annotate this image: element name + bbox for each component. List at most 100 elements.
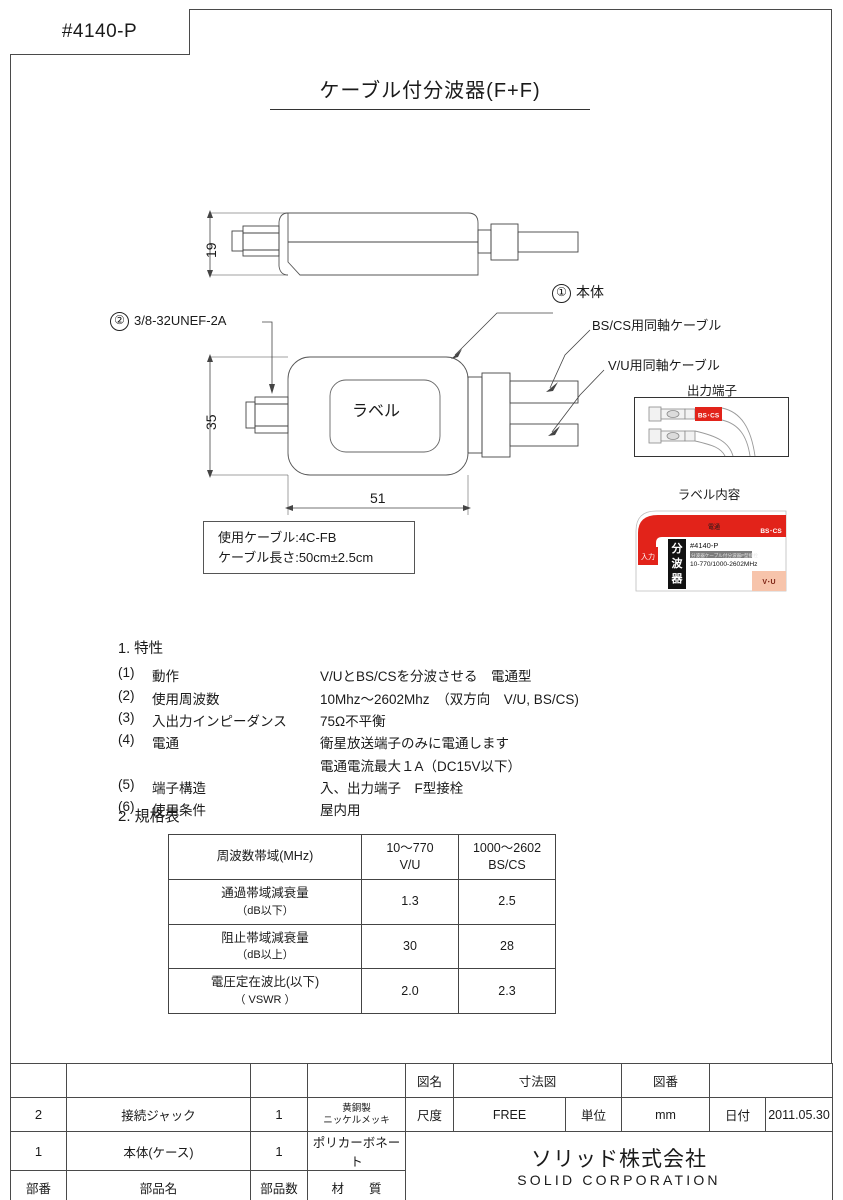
spec-label: 動作 <box>152 669 179 685</box>
table-row: 電圧定在波比(以下) （ VSWR ） 2.0 2.3 <box>168 968 556 1014</box>
drawing-no-value <box>709 1063 834 1098</box>
svg-text:BS･CS: BS･CS <box>760 528 782 535</box>
titleblock-row-part-2: 2 接続ジャック 1 黄銅製 ニッケルメッキ 尺度 FREE 単位 mm 日付 … <box>10 1097 834 1132</box>
row-vu-value: 2.0 <box>361 968 459 1014</box>
spec-value: 入、出力端子 F型接栓 <box>320 781 464 797</box>
header-bscs: 1000～2602 BS/CS <box>458 834 556 880</box>
svg-text:10-770/1000-2602MHz: 10-770/1000-2602MHz <box>690 561 757 568</box>
scale-label: 尺度 <box>405 1097 454 1132</box>
table-header-row: 周波数帯域(MHz) 10～770 V/U 1000～2602 BS/CS <box>168 834 556 880</box>
part-number-tab: #4140-P <box>10 9 190 55</box>
callout-number-1: ① <box>552 284 571 303</box>
company-name-en: SOLID CORPORATION <box>517 1172 721 1189</box>
row-bscs-value: 28 <box>458 923 556 970</box>
part-qty: 1 <box>250 1131 308 1171</box>
svg-text:分: 分 <box>671 541 684 555</box>
page-title: ケーブル付分波器(F+F) <box>270 74 590 110</box>
label-content-photo: 電通 BS･CS 入力 分 波 器 #4140-P 分波器ケーブル付分波器F型接… <box>628 503 790 595</box>
spec-value: 75Ω不平衡 <box>320 713 386 729</box>
header-vu: 10～770 V/U <box>361 834 459 880</box>
date-label: 日付 <box>709 1097 767 1132</box>
dimension-35: 35 <box>203 414 219 430</box>
label-callout-text: ラベル <box>352 403 401 420</box>
tb-blank <box>250 1063 308 1098</box>
spec-value: V/UとBS/CSを分波させる 電通型 <box>320 669 532 685</box>
svg-text:波: 波 <box>672 556 684 570</box>
title-block: 図名 寸法図 図番 2 接続ジャック 1 黄銅製 ニッケルメッキ 尺度 FREE… <box>10 1063 834 1200</box>
label-content-caption: ラベル内容 <box>677 488 741 502</box>
part-material: 黄銅製 ニッケルメッキ <box>307 1097 406 1132</box>
drawing-name-label: 図名 <box>405 1063 454 1098</box>
callout-vu-cable: V/U用同軸ケーブル <box>608 358 720 373</box>
output-terminal-photo: BS･CS <box>634 397 789 457</box>
tb-blank <box>10 1063 67 1098</box>
spec-item: (1) 動作 V/UとBS/CSを分波させる 電通型 <box>118 664 579 686</box>
spec-label: 使用周波数 <box>152 691 220 707</box>
titleblock-row-part-1: 1 本体(ケース) 1 ポリカーボネート ソリッド株式会社 SOLID CORP… <box>10 1131 834 1200</box>
svg-text:#4140-P: #4140-P <box>690 541 718 550</box>
spec-item: (6) 使用条件 屋内用 <box>118 798 579 820</box>
part-name: 接続ジャック <box>66 1097 251 1132</box>
spec-item: (5) 端子構造 入、出力端子 F型接栓 <box>118 776 579 798</box>
dimension-19: 19 <box>203 242 219 258</box>
tb-blank <box>307 1063 406 1098</box>
cable-note-box: 使用ケーブル:4C-FB ケーブル長さ:50cm±2.5cm <box>203 521 415 574</box>
column-header-no: 部番 <box>10 1170 67 1200</box>
spec-no: (2) <box>118 687 135 703</box>
company-name-jp: ソリッド株式会社 <box>531 1147 707 1171</box>
specification-table: 周波数帯域(MHz) 10～770 V/U 1000～2602 BS/CS 通過… <box>168 834 556 1014</box>
column-header-qty: 部品数 <box>250 1170 308 1200</box>
spec-item: (2) 使用周波数 10Mhz～2602Mhz （双方向 V/U, BS/CS) <box>118 686 579 708</box>
spec-item: (4) 電通 衛星放送端子のみに電通します <box>118 731 579 753</box>
tb-blank <box>66 1063 251 1098</box>
characteristics-heading: 1. 特性 <box>118 641 164 657</box>
callout-number-2: ② <box>110 312 129 331</box>
header-freq-band: 周波数帯域(MHz) <box>168 834 362 880</box>
column-header-material: 材 質 <box>307 1170 406 1200</box>
row-bscs-value: 2.3 <box>458 968 556 1014</box>
part-qty: 1 <box>250 1097 308 1132</box>
cable-note-line-2: ケーブル長さ:50cm±2.5cm <box>218 550 374 566</box>
callout-bscs-cable: BS/CS用同軸ケーブル <box>592 318 722 333</box>
part-material: ポリカーボネート <box>307 1131 406 1171</box>
column-header-name: 部品名 <box>66 1170 251 1200</box>
titleblock-row-columns: 部番 部品名 部品数 材 質 <box>10 1170 833 1200</box>
date-value: 2011.05.30 <box>765 1097 834 1132</box>
titleblock-row-drawing-name: 図名 寸法図 図番 <box>10 1063 834 1098</box>
characteristics-list: (1) 動作 V/UとBS/CSを分波させる 電通型 (2) 使用周波数 10M… <box>118 664 579 821</box>
row-name: 電圧定在波比(以下) （ VSWR ） <box>168 968 362 1014</box>
output-terminal-caption: 出力端子 <box>686 384 737 398</box>
row-vu-value: 1.3 <box>361 878 459 925</box>
spec-value: 衛星放送端子のみに電通します <box>320 736 509 752</box>
part-no: 2 <box>10 1097 67 1132</box>
spec-value-line2: 電通電流最大１A（DC15V以下） <box>320 758 522 774</box>
svg-text:入力: 入力 <box>641 552 655 561</box>
drawing-name-value: 寸法図 <box>452 1063 623 1098</box>
spec-value: 屋内用 <box>320 803 361 819</box>
cable-note-line-1: 使用ケーブル:4C-FB <box>218 530 337 545</box>
part-name: 本体(ケース) <box>66 1131 251 1171</box>
company-block: ソリッド株式会社 SOLID CORPORATION <box>404 1131 834 1200</box>
scale-value: FREE <box>453 1097 566 1132</box>
spec-label: 使用条件 <box>152 803 206 819</box>
row-name: 阻止帯域減衰量 （dB以上） <box>168 923 362 970</box>
spec-item-continuation: 電通電流最大１A（DC15V以下） <box>118 754 579 776</box>
spec-no: (5) <box>118 777 135 793</box>
part-number-text: #4140-P <box>61 20 138 42</box>
part-no: 1 <box>10 1131 67 1171</box>
dimension-51: 51 <box>370 490 386 506</box>
spec-label: 端子構造 <box>152 781 206 797</box>
svg-text:器: 器 <box>671 572 684 585</box>
spec-label: 電通 <box>152 736 179 752</box>
spec-item: (3) 入出力インピーダンス 75Ω不平衡 <box>118 709 579 731</box>
row-bscs-value: 2.5 <box>458 878 556 925</box>
svg-text:V･U: V･U <box>762 579 775 586</box>
row-vu-value: 30 <box>361 923 459 970</box>
row-name: 通過帯域減衰量 （dB以下） <box>168 878 362 925</box>
unit-label: 単位 <box>564 1097 623 1132</box>
svg-text:分波器ケーブル付分波器F型接栓: 分波器ケーブル付分波器F型接栓 <box>691 552 758 559</box>
spec-value: 10Mhz～2602Mhz （双方向 V/U, BS/CS) <box>320 691 579 707</box>
